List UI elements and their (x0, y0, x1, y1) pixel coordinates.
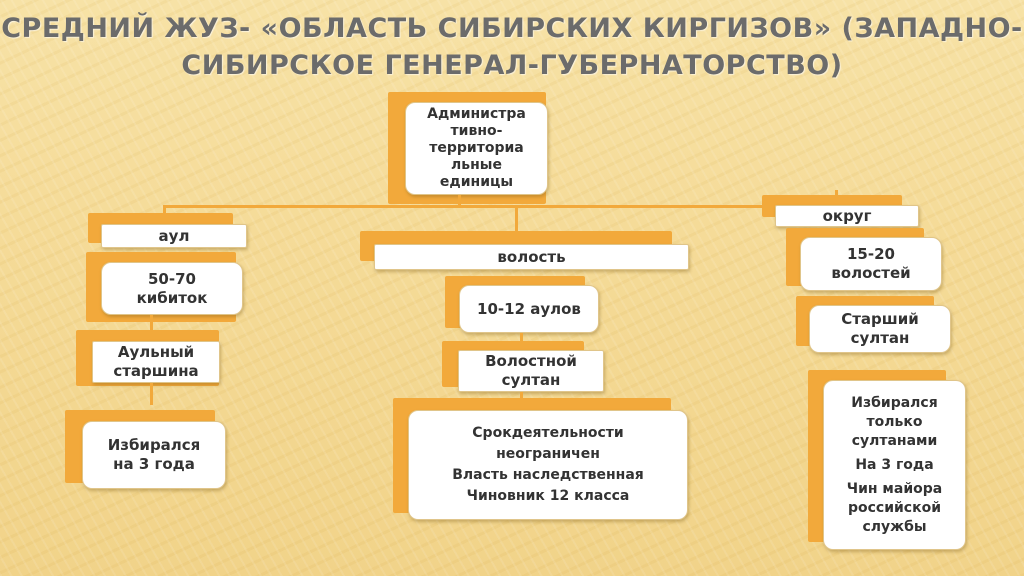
connector-volost-head-details (520, 392, 523, 402)
aul-header-label: аул (158, 226, 190, 245)
volost-header: волость (374, 244, 689, 270)
root-line: единицы (439, 174, 514, 190)
okrug-detail-line: На 3 года (855, 456, 934, 473)
root-line: территориа (429, 140, 524, 156)
aul-header: аул (101, 224, 247, 248)
page-title: СРЕДНИЙ ЖУЗ- «ОБЛАСТЬ СИБИРСКИХ КИРГИЗОВ… (0, 10, 1024, 84)
aul-size-node: 50-70 кибиток (101, 262, 243, 315)
volost-size-node: 10-12 аулов (459, 285, 599, 333)
connector-middle-down (515, 205, 518, 231)
okrug-detail-line: Чин майора (846, 480, 943, 497)
aul-head-line: старшина (113, 362, 199, 380)
aul-size-line: кибиток (136, 288, 208, 307)
volost-head-node: Волостной султан (458, 350, 604, 392)
okrug-head-line: султан (850, 329, 910, 347)
root-node: Администра тивно- территориа льные едини… (405, 102, 548, 195)
okrug-size-line: 15-20 (847, 245, 895, 263)
root-line: льные (451, 157, 502, 173)
connector-volost-size-head (520, 333, 523, 345)
aul-size-line: 50-70 (148, 269, 196, 288)
okrug-detail-line: только (866, 413, 923, 430)
okrug-detail-line: службы (862, 518, 927, 535)
volost-size-line: 10-12 аулов (477, 299, 581, 318)
volost-detail-line: Власть наследственная (452, 467, 644, 483)
volost-head-line: Волостной (485, 352, 577, 370)
connector-left-down (163, 205, 166, 217)
root-line: тивно- (450, 123, 503, 139)
aul-term-line: на 3 года (113, 455, 195, 473)
aul-term-line: Избирался (107, 436, 201, 454)
okrug-header-label: округ (822, 206, 872, 225)
volost-detail-line: Срокдеятельности (472, 425, 624, 441)
okrug-head-line: Старший (841, 310, 919, 328)
title-line-1: СРЕДНИЙ ЖУЗ- «ОБЛАСТЬ СИБИРСКИХ КИРГИЗОВ… (1, 13, 1023, 44)
volost-head-line: султан (501, 371, 561, 389)
volost-details-node: Срокдеятельности неограничен Власть насл… (408, 410, 688, 520)
okrug-detail-line: Избирался (851, 394, 938, 411)
okrug-detail-line: российской (847, 499, 942, 516)
aul-head-node: Аульный старшина (92, 341, 220, 383)
root-line: Администра (427, 106, 526, 122)
aul-term-node: Избирался на 3 года (82, 421, 226, 489)
volost-detail-line: неограничен (496, 446, 600, 462)
connector-aul-head-term (150, 383, 153, 405)
okrug-details-node: Избирался только султанами На 3 года Чин… (823, 380, 966, 550)
connector-horizontal (163, 205, 849, 208)
title-line-2: СИБИРСКОЕ ГЕНЕРАЛ-ГУБЕРНАТОРСТВО) (181, 50, 843, 81)
volost-header-label: волость (497, 247, 566, 266)
okrug-size-node: 15-20 волостей (800, 237, 942, 291)
okrug-header: округ (775, 205, 919, 227)
aul-head-line: Аульный (117, 343, 195, 361)
okrug-detail-line: султанами (851, 432, 938, 449)
connector-root-down (458, 195, 461, 206)
okrug-head-node: Старший султан (809, 305, 951, 353)
connector-aul-size-head (150, 315, 153, 337)
volost-detail-line: Чиновник 12 класса (466, 488, 630, 504)
okrug-size-line: волостей (831, 264, 911, 282)
